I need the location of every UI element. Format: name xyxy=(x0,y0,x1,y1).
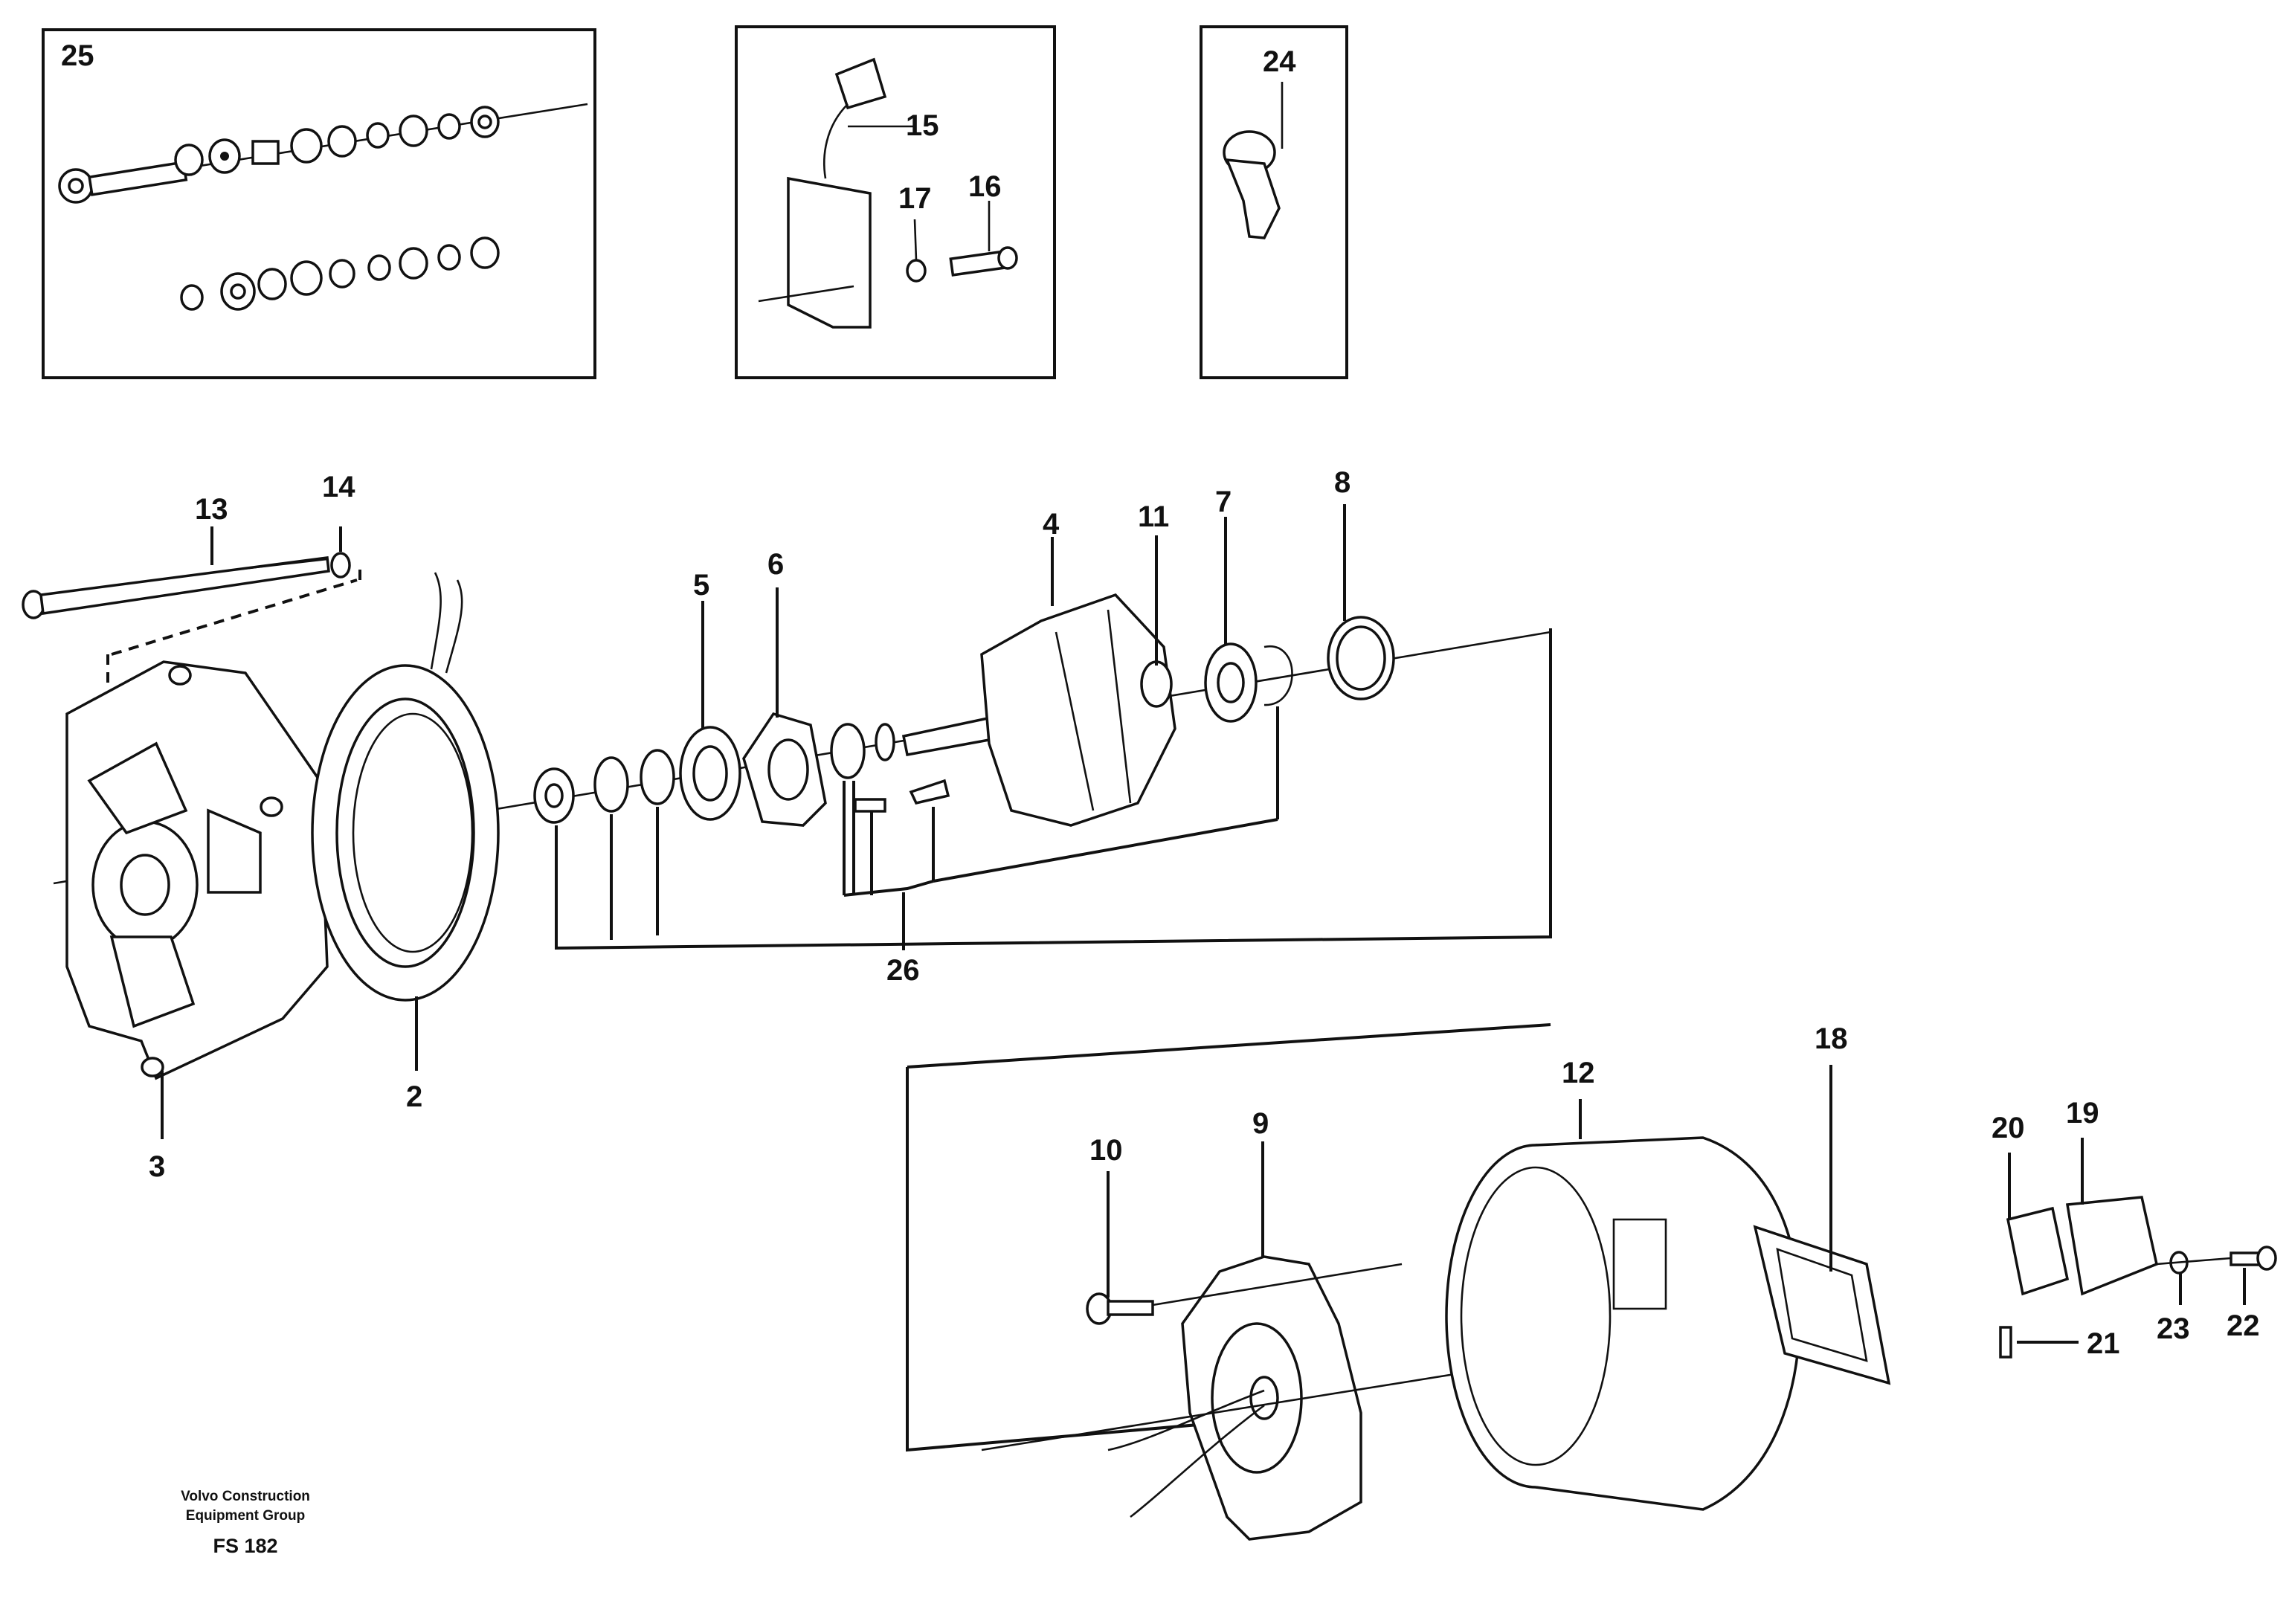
callout-14: 14 xyxy=(322,471,355,503)
rear-cover xyxy=(1445,1136,1801,1511)
callout-9: 9 xyxy=(1252,1107,1269,1140)
callout-18: 18 xyxy=(1815,1022,1848,1055)
callout-10: 10 xyxy=(1089,1134,1123,1167)
inset-box-hardware-kit xyxy=(42,28,596,379)
callout-22: 22 xyxy=(2227,1309,2260,1342)
bearing-clip xyxy=(1263,645,1293,706)
inset-box-terminal-boot xyxy=(1200,25,1348,379)
callout-7: 7 xyxy=(1215,486,1232,518)
spacer-washer xyxy=(593,756,629,813)
callout-17: 17 xyxy=(898,182,932,215)
assembly-dash-line xyxy=(111,579,358,656)
callout-26: 26 xyxy=(886,954,920,987)
rectifier-end-shield xyxy=(1107,1255,1362,1541)
callout-15: 15 xyxy=(906,109,939,142)
woodruff-key xyxy=(909,779,950,805)
callout-25: 25 xyxy=(61,39,94,72)
screw xyxy=(854,798,886,813)
group-bracket xyxy=(555,628,1552,950)
callout-3: 3 xyxy=(149,1150,165,1183)
callout-5: 5 xyxy=(693,569,709,602)
inset-box-brush-holder xyxy=(735,25,1056,379)
callout-16: 16 xyxy=(968,170,1002,203)
leader-lines xyxy=(161,504,2246,1344)
circlip xyxy=(875,723,895,761)
figure-code: FS 182 xyxy=(213,1535,277,1557)
regulator-brush-holder xyxy=(2006,1206,2070,1296)
callout-11: 11 xyxy=(1138,500,1169,533)
callout-20: 20 xyxy=(1992,1112,2025,1144)
callout-23: 23 xyxy=(2157,1312,2190,1345)
stator xyxy=(311,572,500,1002)
spacer-ring xyxy=(830,723,866,779)
callout-8: 8 xyxy=(1334,466,1350,499)
callout-21: 21 xyxy=(2087,1327,2120,1360)
company-line-2: Equipment Group xyxy=(186,1508,305,1524)
callout-13: 13 xyxy=(195,493,228,526)
rotor xyxy=(901,593,1176,827)
company-line-1: Volvo Construction xyxy=(181,1489,310,1504)
spacer-washer-2 xyxy=(640,749,675,805)
callout-6: 6 xyxy=(767,548,784,581)
callout-12: 12 xyxy=(1562,1057,1595,1089)
through-bolt xyxy=(22,556,330,619)
callout-2: 2 xyxy=(406,1080,422,1113)
callout-4: 4 xyxy=(1043,508,1060,541)
spring-21 xyxy=(1999,1326,2012,1359)
callout-24: 24 xyxy=(1263,45,1296,78)
washer-14 xyxy=(330,552,351,579)
voltage-regulator xyxy=(2065,1196,2159,1296)
bolt-25 xyxy=(58,161,188,204)
callout-19: 19 xyxy=(2066,1097,2099,1130)
drive-end-housing xyxy=(65,660,329,1080)
